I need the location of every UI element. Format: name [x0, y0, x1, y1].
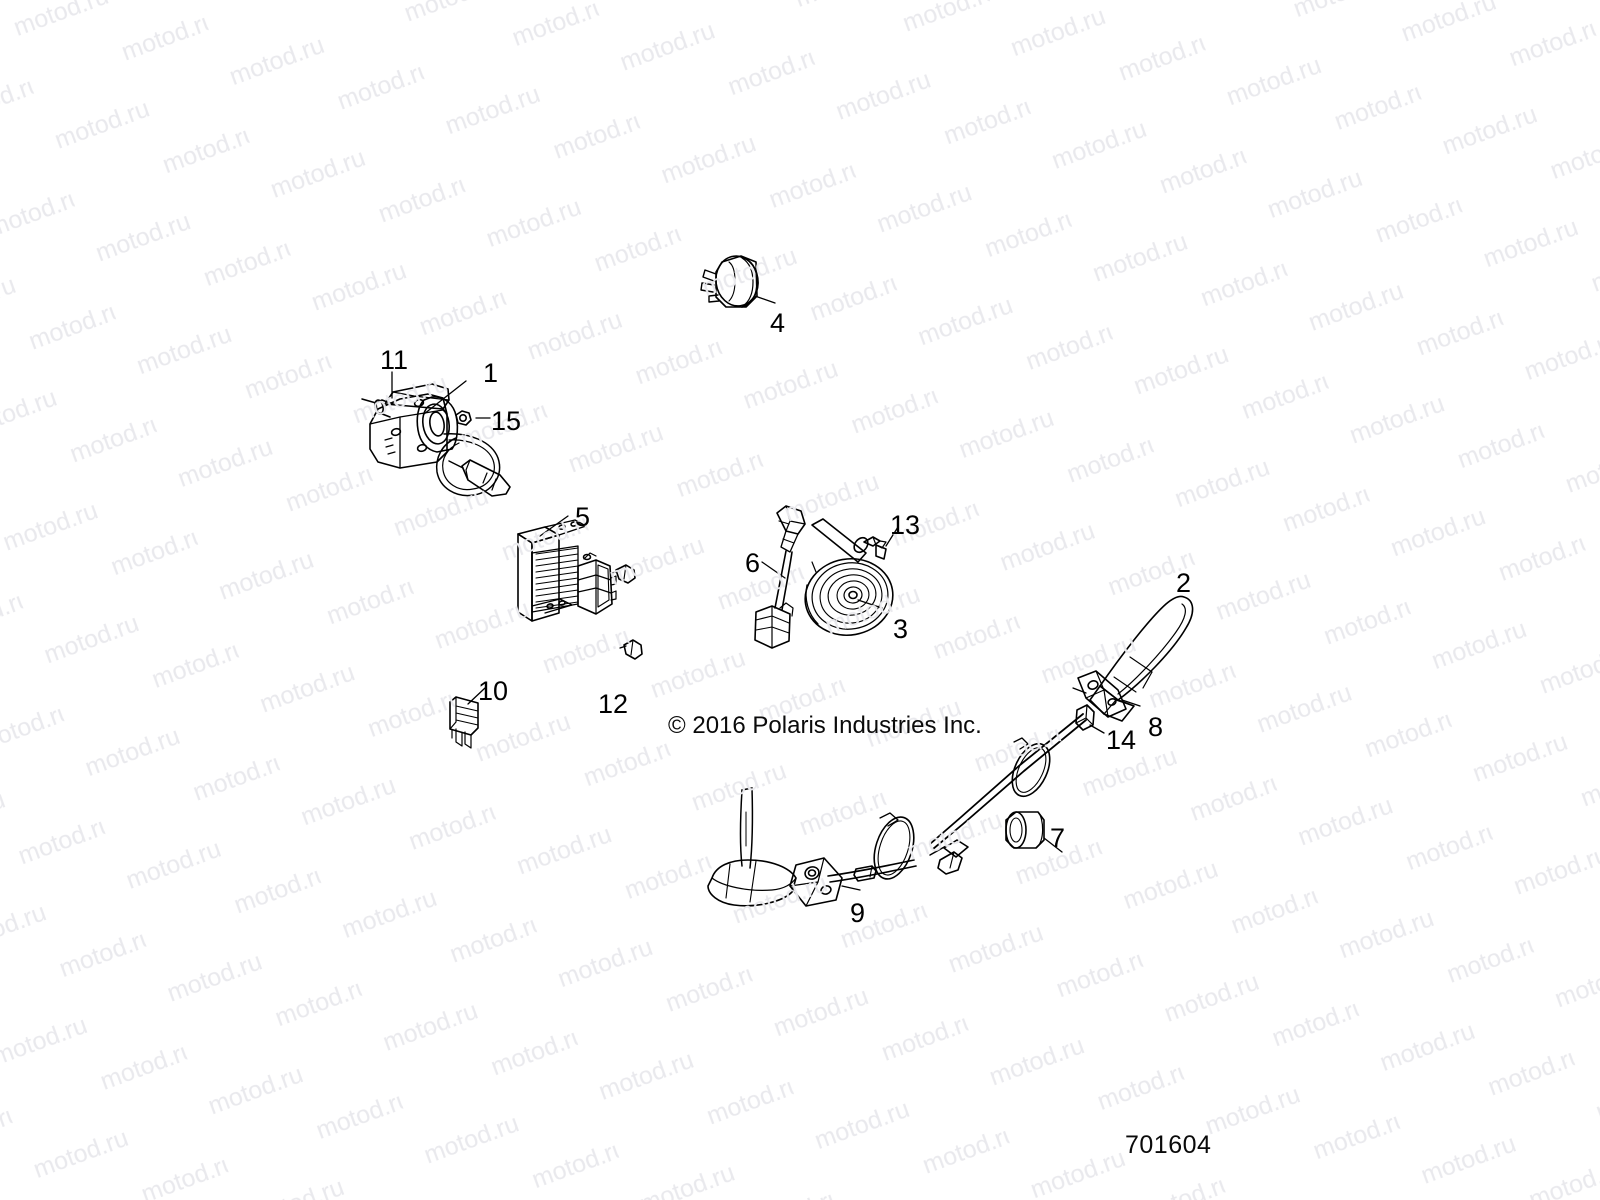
copyright-notice: © 2016 Polaris Industries Inc.	[668, 712, 982, 739]
callout-7: 7	[1050, 823, 1066, 853]
callout-3: 3	[893, 614, 909, 644]
callout-12: 12	[598, 689, 629, 719]
callout-10: 10	[478, 676, 509, 706]
callout-1: 1	[483, 358, 499, 388]
callout-15: 15	[491, 406, 522, 436]
callout-13: 13	[890, 510, 921, 540]
callout-8: 8	[1148, 712, 1164, 742]
callout-5: 5	[575, 502, 591, 532]
diagram-part-number: 701604	[1125, 1131, 1212, 1159]
callout-6: 6	[745, 548, 761, 578]
callout-4: 4	[770, 308, 786, 338]
callout-9: 9	[850, 898, 866, 928]
callout-11: 11	[380, 345, 409, 375]
callout-2: 2	[1176, 568, 1192, 598]
callout-14: 14	[1106, 725, 1137, 755]
